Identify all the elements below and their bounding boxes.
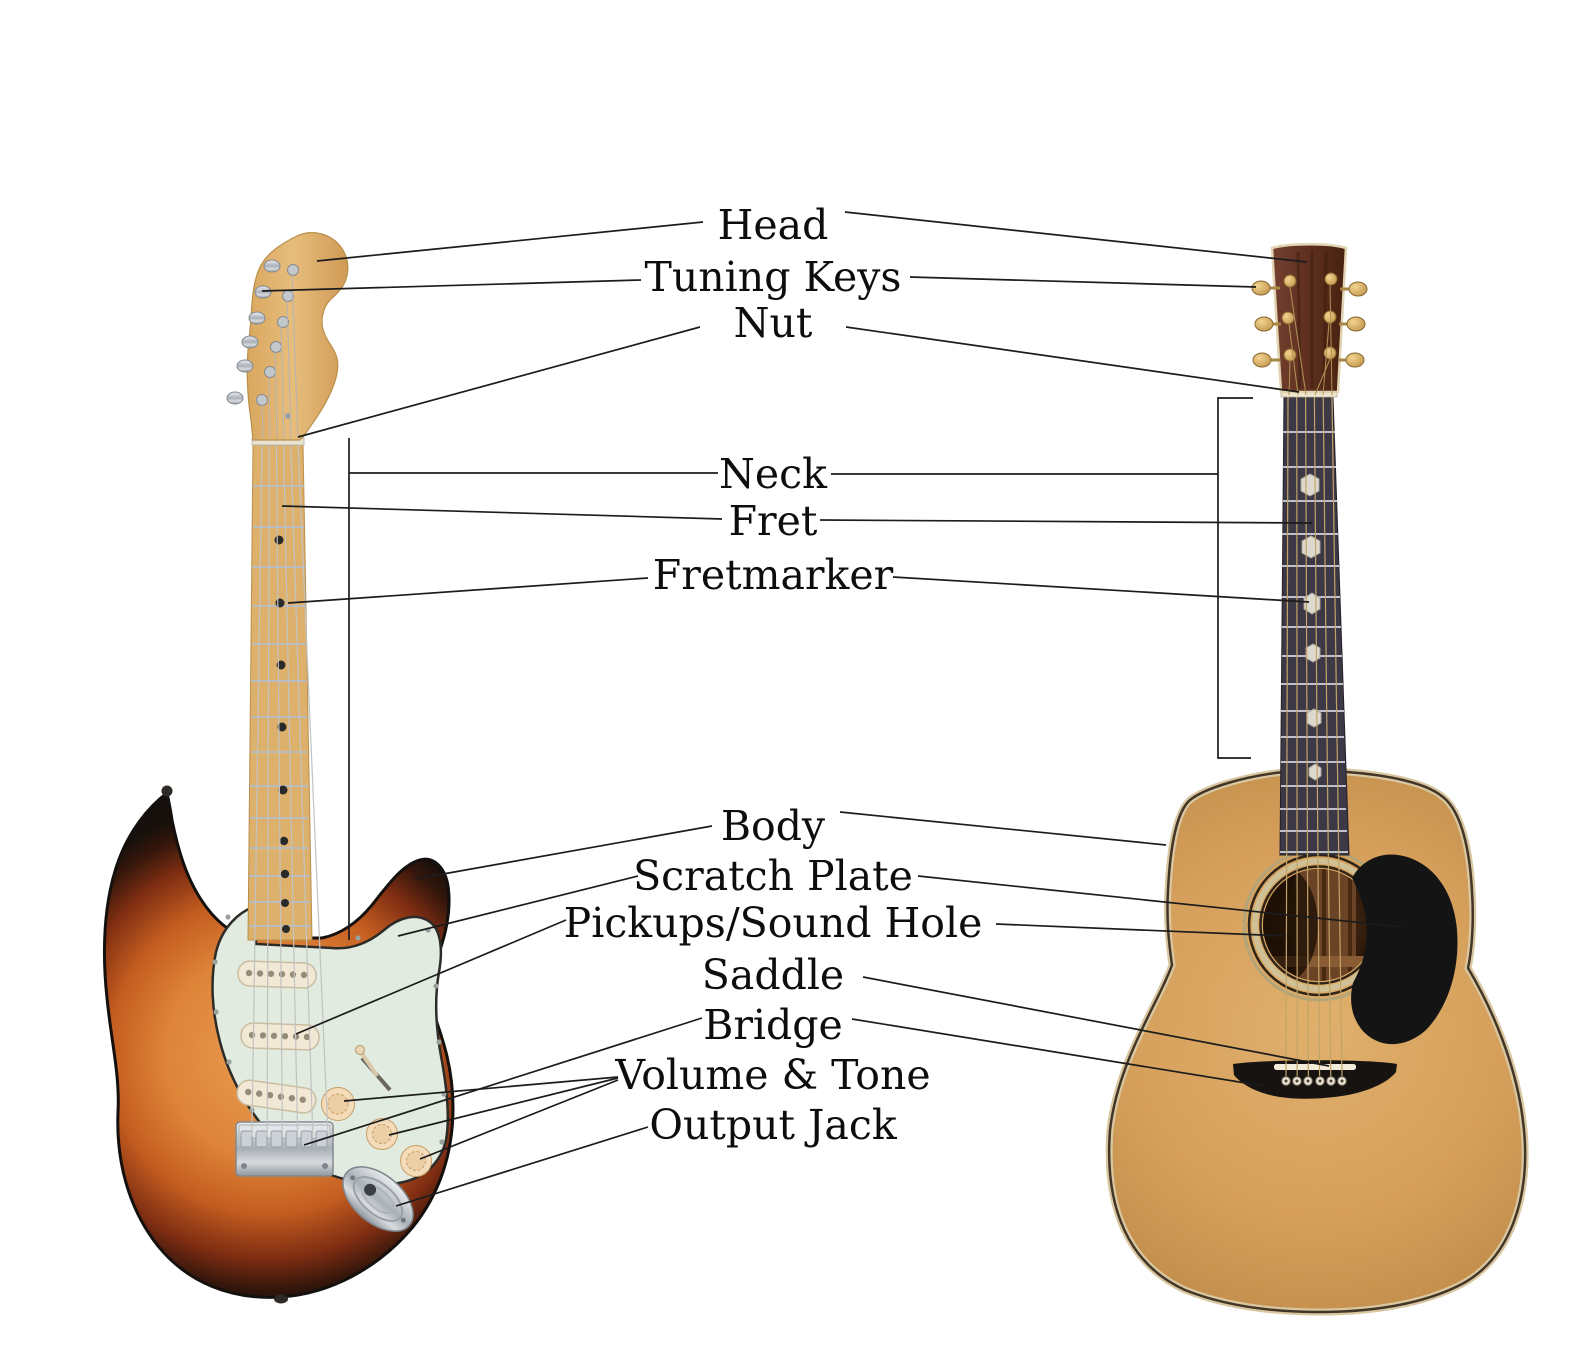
acoustic-saddle — [1274, 1064, 1356, 1070]
label-output-jack: Output Jack — [649, 1101, 897, 1149]
label-head: Head — [718, 201, 829, 249]
electric-headstock — [226, 232, 349, 441]
label-saddle: Saddle — [702, 951, 844, 999]
label-fretmarker: Fretmarker — [653, 551, 894, 599]
leader-tuning-keys-right — [909, 276, 1257, 288]
leader-head-right — [844, 211, 1308, 263]
middle-pickup — [240, 1022, 320, 1051]
leader-fretmarker-left — [287, 577, 649, 604]
label-neck: Neck — [719, 450, 828, 498]
leader-pickups-left — [295, 919, 567, 1035]
label-volume-tone: Volume & Tone — [614, 1051, 930, 1099]
label-nut: Nut — [734, 299, 813, 347]
end-pin — [274, 1294, 288, 1304]
leader-saddle-right — [862, 976, 1330, 1067]
electric-tuning-keys — [226, 259, 299, 406]
electric-bridge — [235, 1121, 334, 1177]
acoustic-bridge — [1233, 1060, 1397, 1099]
strap-button — [161, 785, 173, 797]
acoustic-guitar-illustration — [1105, 243, 1529, 1316]
leader-fretmarker-right — [892, 576, 1310, 603]
neck-pickup — [237, 960, 317, 989]
leader-head-left — [316, 221, 704, 262]
leader-output-jack-left — [395, 1126, 649, 1207]
label-bridge: Bridge — [703, 1001, 843, 1049]
label-tuning-keys: Tuning Keys — [645, 253, 902, 301]
electric-strings — [251, 273, 329, 1137]
leader-bridge-right — [851, 1018, 1265, 1087]
label-fret: Fret — [729, 497, 818, 545]
leader-volume-tone-3 — [419, 1079, 619, 1160]
bridge-pins — [1281, 1076, 1347, 1086]
leader-nut-right — [845, 326, 1300, 393]
volume-tone-knobs — [321, 1087, 432, 1177]
leader-volume-tone-1 — [343, 1076, 619, 1102]
neck-bracket-acoustic — [1217, 397, 1253, 759]
leader-volume-tone-2 — [388, 1077, 619, 1136]
acoustic-scratch-plate — [1351, 854, 1458, 1045]
leader-nut-left — [297, 326, 701, 438]
part-labels: Head Tuning Keys Nut Neck Fret Fretmarke… — [564, 201, 983, 1149]
leader-lines — [261, 211, 1403, 1207]
acoustic-tuning-keys — [1251, 272, 1368, 368]
label-pickups-sound-hole: Pickups/Sound Hole — [564, 899, 983, 947]
electric-output-jack — [342, 1166, 414, 1232]
leader-sound-hole-right — [995, 923, 1287, 937]
acoustic-headstock — [1251, 243, 1368, 394]
label-scratch-plate: Scratch Plate — [633, 852, 913, 900]
pickup-selector-switch — [355, 1045, 392, 1092]
label-body: Body — [721, 802, 826, 850]
electric-pickups — [236, 960, 320, 1114]
string-tree — [285, 413, 291, 419]
leader-body-left — [414, 825, 713, 880]
leader-fret-right — [819, 519, 1313, 524]
leader-tuning-keys-left — [261, 279, 642, 292]
leader-body-right — [839, 811, 1167, 846]
acoustic-strings — [1285, 284, 1343, 1077]
leader-fret-left — [281, 505, 723, 520]
leader-bridge-left — [303, 1017, 703, 1146]
leader-scratch-plate-left — [397, 875, 639, 937]
leader-scratch-plate-right — [917, 875, 1403, 928]
electric-guitar-illustration — [102, 232, 455, 1304]
